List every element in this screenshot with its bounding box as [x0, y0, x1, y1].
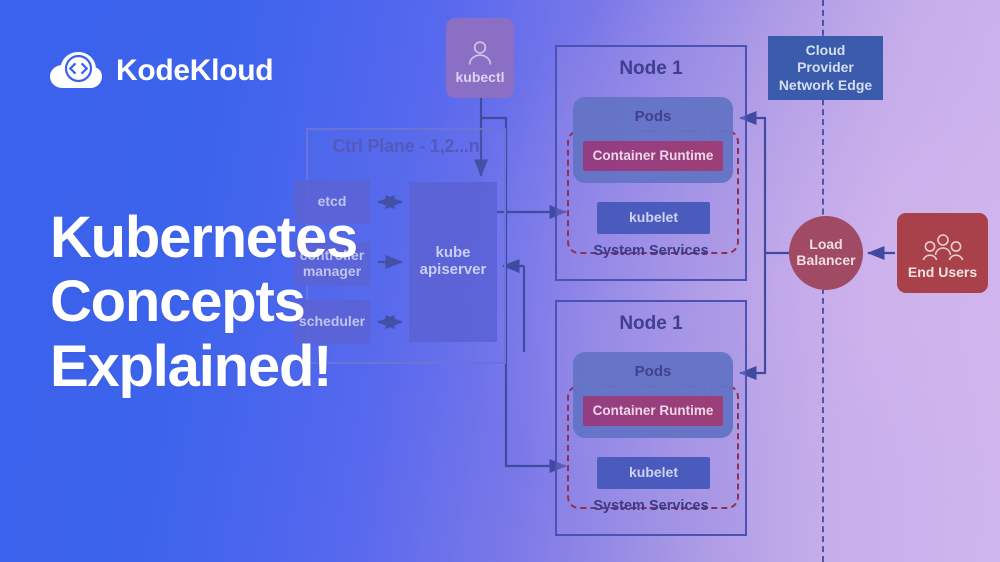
brand-wordmark: KodeKloud	[116, 54, 274, 87]
page-title: Kubernetes Concepts Explained!	[50, 205, 358, 399]
cloud-code-icon	[50, 50, 102, 92]
node-title: Node 1	[619, 58, 683, 79]
brand-logo: KodeKloud	[50, 50, 274, 92]
node-title: Node 1	[619, 313, 683, 334]
system-services-label: System Services	[593, 243, 709, 259]
kubelet-box: kubelet	[597, 202, 710, 234]
cloud-provider-network-edge-box: Cloud Provider Network Edge	[768, 36, 883, 100]
kube-apiserver-box: kube apiserver	[409, 182, 497, 342]
end-users-box: End Users	[897, 213, 988, 293]
control-plane-title: Ctrl Plane - 1,2...n	[332, 136, 480, 156]
node-top: Node 1 Pods Container Runtime kubelet Sy…	[555, 45, 747, 281]
user-icon	[465, 38, 495, 68]
pods-label: Pods	[634, 108, 672, 125]
controller-manager-box: controller manager	[294, 242, 370, 286]
node-bottom: Node 1 Pods Container Runtime kubelet Sy…	[555, 300, 747, 536]
kubectl-label: kubectl	[455, 69, 505, 86]
scheduler-box: scheduler	[294, 300, 370, 344]
pods-box: Pods Container Runtime	[573, 352, 733, 438]
end-users-label: End Users	[907, 264, 978, 281]
kubectl-box: kubectl	[446, 18, 514, 98]
pods-label: Pods	[634, 363, 672, 380]
etcd-box: etcd	[294, 180, 370, 224]
pods-box: Pods Container Runtime	[573, 97, 733, 183]
container-runtime-box: Container Runtime	[583, 396, 723, 426]
kubelet-box: kubelet	[597, 457, 710, 489]
system-services-label: System Services	[593, 498, 709, 514]
users-group-icon	[922, 233, 964, 263]
load-balancer-node: Load Balancer	[789, 216, 863, 290]
container-runtime-box: Container Runtime	[583, 141, 723, 171]
